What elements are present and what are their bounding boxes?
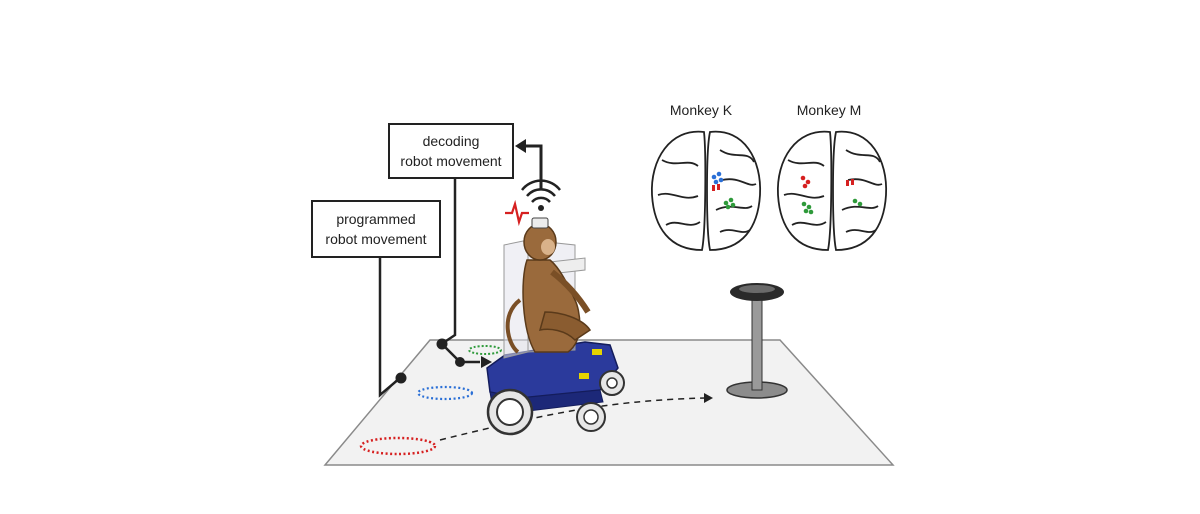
brain-m-electrodes [800, 175, 863, 215]
brain-monkey-k [651, 130, 761, 251]
robot-wheelchair [486, 341, 625, 436]
target-red [359, 436, 437, 456]
decoding-label-line2: robot movement [400, 153, 501, 169]
programmed-label-line1: programmed [336, 211, 415, 227]
monkey-m-title: Monkey M [797, 102, 862, 118]
reward-stand [726, 283, 788, 399]
monkey-k-title: Monkey K [670, 102, 733, 118]
programmed-connector [378, 257, 401, 398]
decoding-connector [442, 178, 457, 345]
decoding-box [388, 123, 514, 179]
target-blue [416, 385, 474, 401]
decoding-label-line1: decoding [423, 133, 480, 149]
wifi-signal-icon [521, 179, 561, 203]
target-green [468, 345, 502, 355]
wifi-dot [538, 205, 544, 211]
neural-spike-icon [505, 199, 529, 227]
robot-arrowhead [481, 356, 492, 368]
signal-arrowhead [515, 139, 526, 153]
brain-k-electrodes [711, 171, 736, 210]
robot-node [455, 357, 465, 367]
programmed-node [395, 372, 407, 384]
brain-monkey-m [777, 130, 887, 251]
signal-to-decoder-line [520, 144, 543, 190]
programmed-box [311, 200, 441, 258]
monkey [505, 217, 592, 354]
trajectory-arrowhead [704, 393, 713, 403]
programmed-label-line2: robot movement [325, 231, 426, 247]
